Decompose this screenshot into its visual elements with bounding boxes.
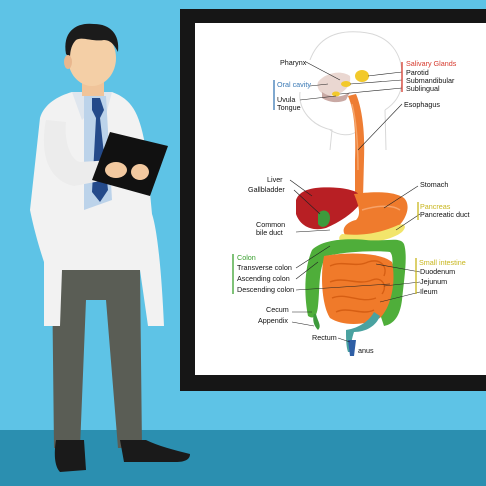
label-descending-colon: Descending colon	[237, 285, 295, 294]
right-shoe	[120, 440, 190, 462]
label-small-intestine: Small intestine	[419, 258, 466, 267]
stomach	[343, 192, 408, 240]
label-colon: Colon	[237, 253, 256, 262]
label-salivary-glands: Salivary Glands	[406, 59, 457, 68]
clipboard	[92, 132, 168, 196]
ear	[64, 55, 72, 69]
right-hand	[131, 164, 149, 180]
trousers	[52, 270, 142, 448]
label-tongue: Tongue	[277, 103, 301, 112]
small-intestine	[322, 253, 394, 324]
left-shoe	[54, 440, 86, 472]
label-cecum: Cecum	[266, 305, 289, 314]
left-hand	[105, 162, 127, 178]
label-anus: anus	[358, 346, 374, 355]
label-jejunum: Jejunum	[420, 277, 448, 286]
liver	[296, 187, 362, 230]
anus-shape	[348, 340, 356, 356]
label-pancreas: Pancreas	[420, 202, 451, 211]
esophagus	[348, 94, 365, 198]
head-outline	[299, 31, 403, 151]
colon	[305, 239, 406, 326]
appendix	[313, 314, 320, 330]
oral-cavity	[317, 72, 351, 103]
label-ascending-colon: Ascending colon	[237, 274, 290, 283]
gallbladder	[318, 210, 330, 227]
label-stomach: Stomach	[420, 180, 449, 189]
leader-lines	[289, 61, 421, 343]
label-rectum: Rectum	[312, 333, 337, 342]
label-transverse-colon: Transverse colon	[237, 263, 292, 272]
label-liver: Liver	[267, 175, 283, 184]
salivary-glands	[332, 70, 369, 97]
label-parotid: Parotid	[406, 68, 429, 77]
label-ileum: Ileum	[420, 287, 438, 296]
rectum	[346, 312, 380, 352]
label-duodenum: Duodenum	[420, 267, 456, 276]
doctor	[30, 23, 190, 472]
label-appendix: Appendix	[258, 316, 288, 325]
pancreas	[339, 224, 405, 244]
label-sublingual: Sublingual	[406, 84, 440, 93]
face	[68, 30, 116, 86]
label-common: Common	[256, 220, 286, 229]
label-pharynx: Pharynx	[280, 58, 307, 67]
label-esophagus: Esophagus	[404, 100, 440, 109]
label-oral-cavity: Oral cavity	[277, 80, 311, 89]
label-gallbladder: Gallbladder	[248, 185, 285, 194]
hair	[65, 23, 119, 59]
label-bile-duct: bile duct	[256, 228, 283, 237]
label-pancreatic-duct: Pancreatic duct	[420, 210, 470, 219]
label-uvula: Uvula	[277, 95, 296, 104]
label-submandibular: Submandibular	[406, 76, 455, 85]
